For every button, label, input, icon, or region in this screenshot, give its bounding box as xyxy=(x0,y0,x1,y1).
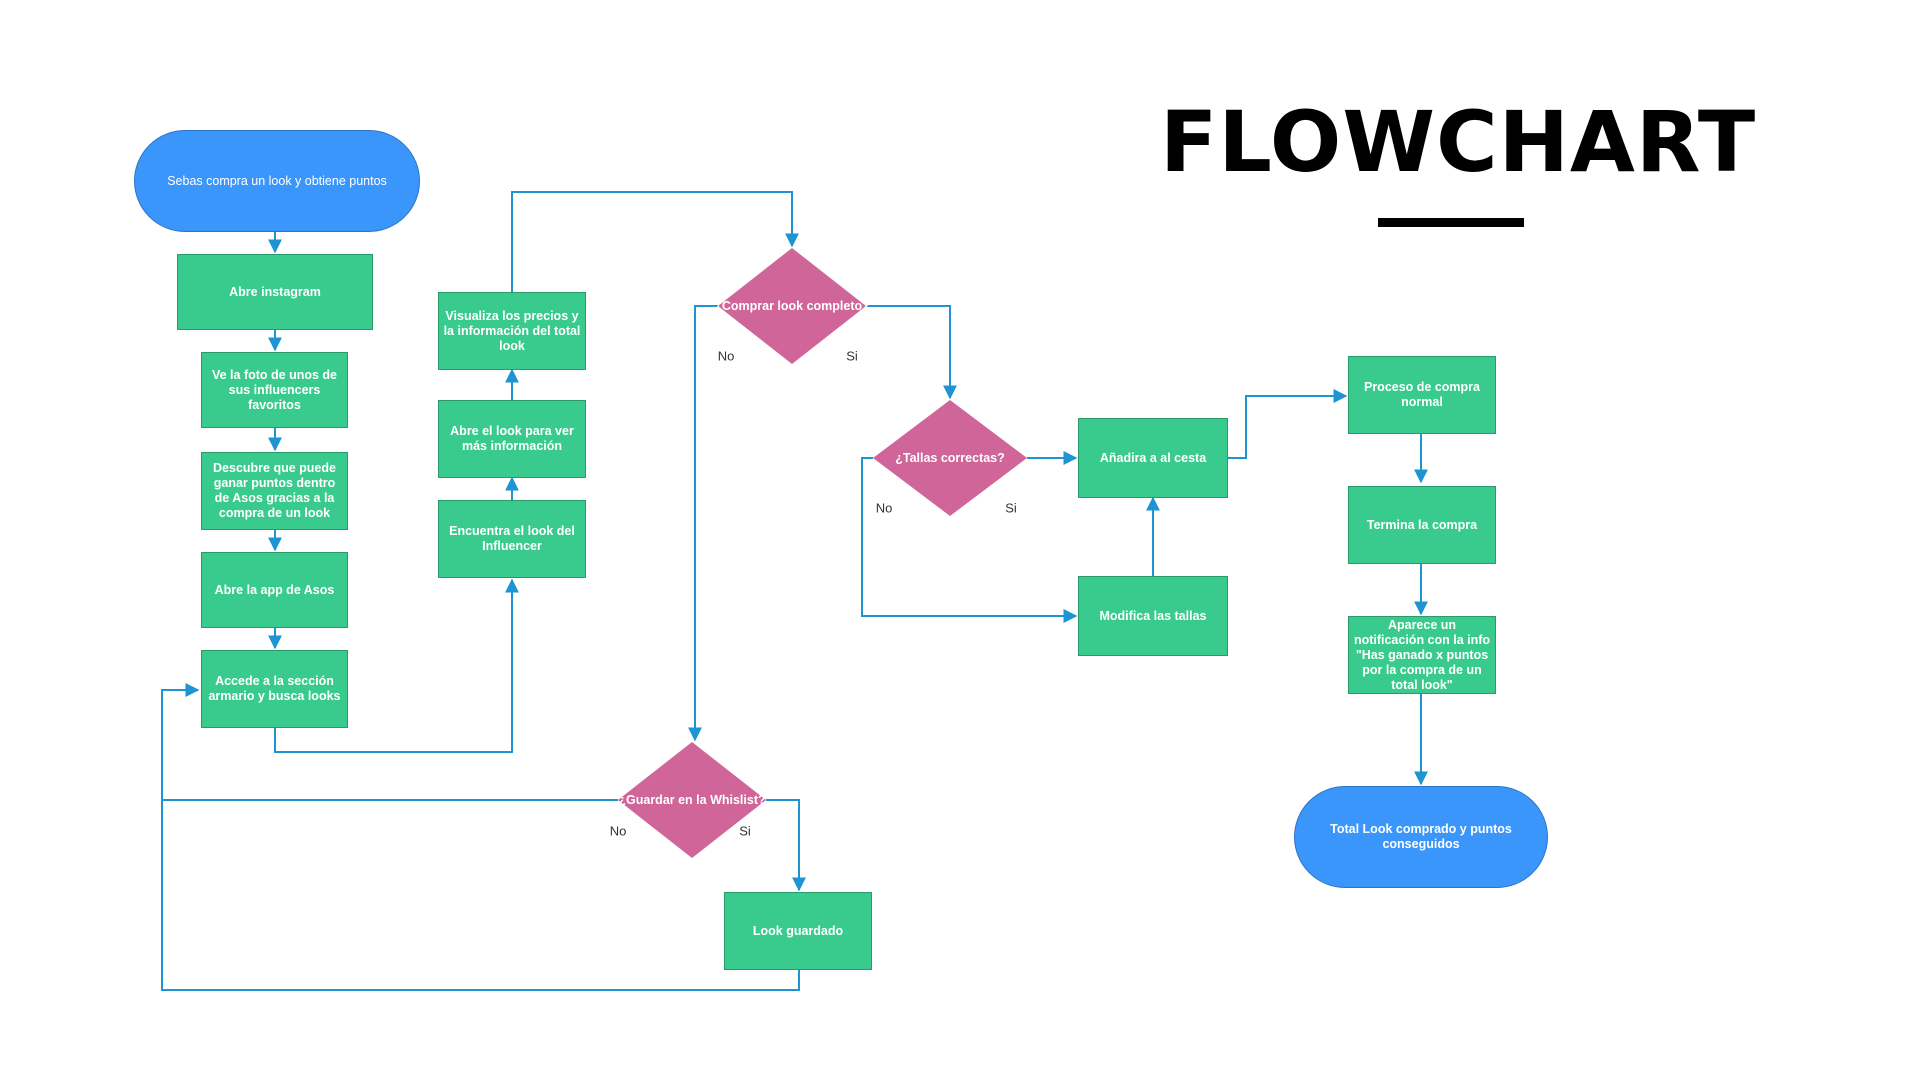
end-terminal: Total Look comprado y puntos conseguidos xyxy=(1294,786,1548,888)
step-modifica-tallas: Modifica las tallas xyxy=(1078,576,1228,656)
connector-comprar-si-to-tallas xyxy=(866,305,957,400)
connector-look-guardado-to-accede xyxy=(161,800,800,991)
step-descubre: Descubre que puede ganar puntos dentro d… xyxy=(201,452,348,530)
decision-shapes xyxy=(618,248,1027,858)
connector-guardar-no-to-accede xyxy=(161,683,618,801)
decision-tallas-label: ¿Tallas correctas? xyxy=(895,451,1005,465)
title-underline xyxy=(1378,218,1524,227)
step-visualiza-precios: Visualiza los precios y la información d… xyxy=(438,292,586,370)
connector-cesta-to-proceso xyxy=(1228,389,1348,459)
step-notificacion: Aparece un notificación con la info "Has… xyxy=(1348,616,1496,694)
decision-comprar-si: Si xyxy=(846,348,858,364)
step-encuentra-look: Encuentra el look del Influencer xyxy=(438,500,586,578)
decision-tallas-no: No xyxy=(875,500,893,516)
step-anadir-cesta: Añadira a al cesta xyxy=(1078,418,1228,498)
connector-visualiza-to-comprar xyxy=(511,191,799,292)
decision-guardar-si: Si xyxy=(739,823,751,839)
decision-guardar-no: No xyxy=(609,823,627,839)
connector-guardar-si-to-look-guardado xyxy=(766,799,806,892)
connector-comprar-no-to-guardar xyxy=(688,305,718,742)
decision-comprar-no: No xyxy=(717,348,735,364)
decision-tallas-si: Si xyxy=(1005,500,1017,516)
step-accede-seccion: Accede a la sección armario y busca look… xyxy=(201,650,348,728)
step-abre-app: Abre la app de Asos xyxy=(201,552,348,628)
decision-comprar-shape xyxy=(718,248,866,364)
connectors xyxy=(161,191,1428,991)
step-look-guardado: Look guardado xyxy=(724,892,872,970)
step-ve-foto: Ve la foto de unos de sus influencers fa… xyxy=(201,352,348,428)
decision-tallas-shape xyxy=(873,400,1027,516)
decision-guardar-label: ¿Guardar en la Whislist? xyxy=(618,793,766,807)
connector-tallas-no-to-modifica xyxy=(861,457,1078,623)
step-abre-instagram: Abre instagram xyxy=(177,254,373,330)
step-abre-look: Abre el look para ver más información xyxy=(438,400,586,478)
step-proceso-compra: Proceso de compra normal xyxy=(1348,356,1496,434)
connector-accede-to-encuentra xyxy=(274,578,519,753)
start-terminal: Sebas compra un look y obtiene puntos xyxy=(134,130,420,232)
page-title: FLOWCHART xyxy=(1160,93,1757,191)
decision-comprar-label: ¿Comprar look completo? xyxy=(714,299,870,313)
decision-guardar-shape xyxy=(618,742,766,858)
step-termina-compra: Termina la compra xyxy=(1348,486,1496,564)
